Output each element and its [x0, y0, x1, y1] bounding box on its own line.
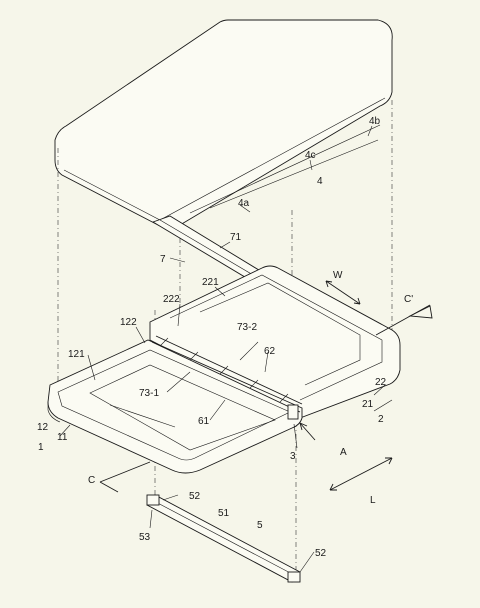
tray-2: [149, 265, 401, 419]
label-2: 2: [378, 414, 384, 425]
label-c: C: [88, 475, 95, 486]
label-21: 21: [362, 399, 374, 410]
label-5: 5: [257, 520, 263, 531]
hinge-mechanism: [151, 335, 303, 420]
label-3: 3: [290, 451, 296, 462]
label-c-prime: C': [404, 294, 413, 305]
label-4b: 4b: [369, 116, 381, 127]
label-52-bottom: 52: [315, 548, 327, 559]
label-73-2: 73-2: [237, 322, 257, 333]
label-4c: 4c: [305, 150, 316, 161]
label-73-1: 73-1: [139, 388, 159, 399]
label-51: 51: [218, 508, 230, 519]
section-markers: [99, 304, 433, 493]
tray-1: [47, 339, 303, 474]
label-62: 62: [264, 346, 276, 357]
label-4a: 4a: [238, 198, 250, 209]
label-1: 1: [38, 442, 44, 453]
label-4: 4: [317, 176, 323, 187]
label-121: 121: [68, 349, 85, 360]
label-l: L: [370, 495, 376, 506]
label-222: 222: [163, 294, 180, 305]
label-22: 22: [375, 377, 387, 388]
label-53: 53: [139, 532, 151, 543]
label-221: 221: [202, 277, 219, 288]
label-12: 12: [37, 422, 49, 433]
top-cover-panel: [54, 19, 393, 229]
label-w: W: [333, 270, 343, 281]
direction-arrows: [299, 280, 393, 491]
leader-lines: [59, 125, 393, 573]
label-11: 11: [57, 432, 68, 443]
reference-labels: 4b 4c 4 4a 71 7 221 W C' 222 122 73-2 12…: [37, 116, 413, 559]
label-a: A: [340, 447, 347, 458]
label-52-top: 52: [189, 491, 201, 502]
label-122: 122: [120, 317, 137, 328]
label-71: 71: [230, 232, 242, 243]
label-7: 7: [160, 254, 166, 265]
label-61: 61: [198, 416, 210, 427]
